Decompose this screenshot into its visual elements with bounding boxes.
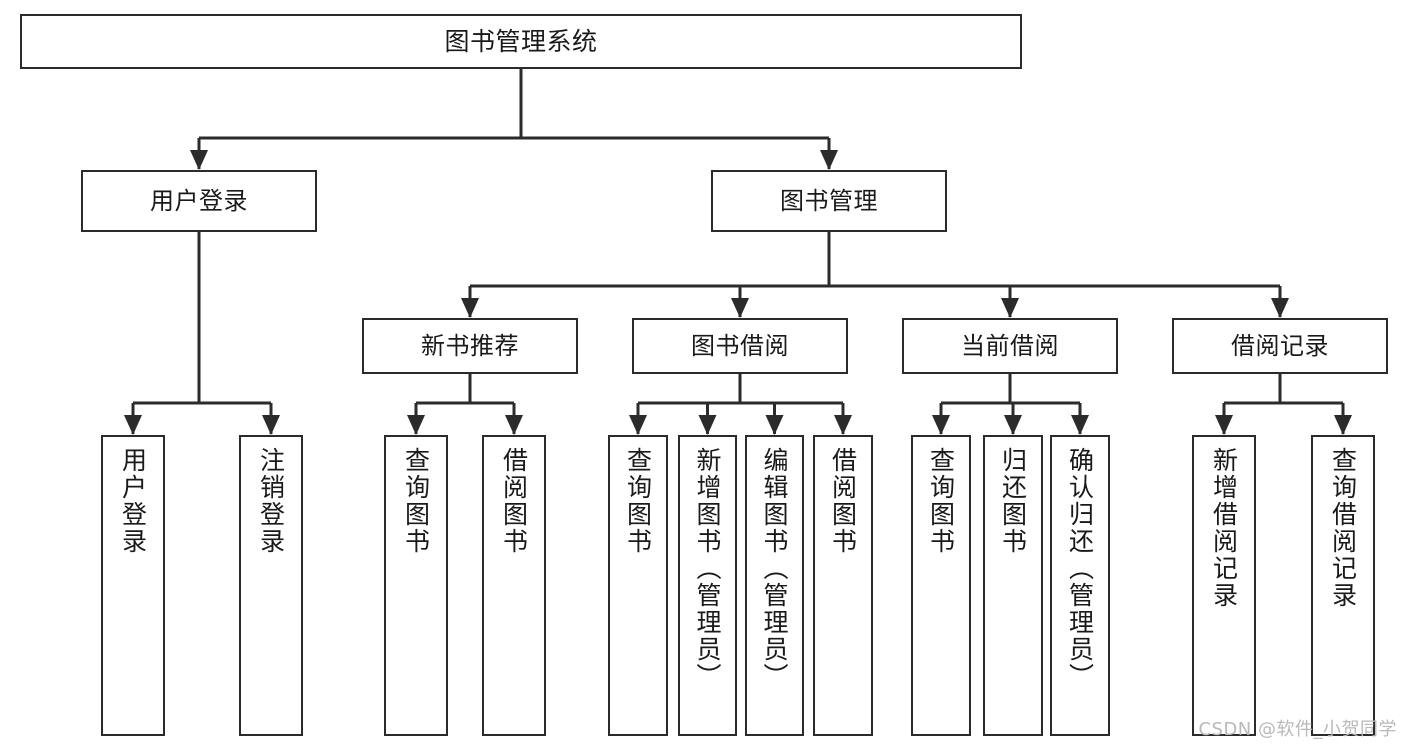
node-leaf-borrow-book-1[interactable]: 借阅图书 xyxy=(482,435,546,736)
node-user-login[interactable]: 用户登录 xyxy=(81,170,317,232)
node-leaf-user-login[interactable]: 用户登录 xyxy=(101,435,165,736)
node-leaf-query-book-1-label: 查询图书 xyxy=(401,447,431,555)
node-book-borrow[interactable]: 图书借阅 xyxy=(632,318,848,374)
node-leaf-user-logout-label: 注销登录 xyxy=(256,447,286,555)
node-leaf-user-logout[interactable]: 注销登录 xyxy=(239,435,303,736)
node-leaf-confirm-return-label: 确认归还（管理员） xyxy=(1065,447,1095,690)
node-new-book-recommend[interactable]: 新书推荐 xyxy=(362,318,578,374)
node-user-login-label: 用户登录 xyxy=(150,186,248,215)
node-leaf-return-book-label: 归还图书 xyxy=(998,447,1028,555)
node-new-book-recommend-label: 新书推荐 xyxy=(421,331,519,360)
node-leaf-edit-book[interactable]: 编辑图书（管理员） xyxy=(745,435,804,736)
node-leaf-edit-book-label: 编辑图书（管理员） xyxy=(760,447,789,690)
node-leaf-borrow-book-1-label: 借阅图书 xyxy=(499,447,529,555)
node-leaf-borrow-book-2-label: 借阅图书 xyxy=(828,447,858,555)
node-leaf-add-book[interactable]: 新增图书（管理员） xyxy=(678,435,737,736)
watermark: CSDN @软件_小贺同学 xyxy=(1198,719,1397,740)
node-leaf-query-borrow-record[interactable]: 查询借阅记录 xyxy=(1311,435,1375,736)
node-leaf-add-borrow-record-label: 新增借阅记录 xyxy=(1209,447,1239,609)
node-leaf-user-login-label: 用户登录 xyxy=(118,447,148,555)
node-leaf-confirm-return[interactable]: 确认归还（管理员） xyxy=(1050,435,1110,736)
node-leaf-borrow-book-2[interactable]: 借阅图书 xyxy=(813,435,873,736)
node-leaf-add-borrow-record[interactable]: 新增借阅记录 xyxy=(1192,435,1256,736)
node-leaf-query-book-2[interactable]: 查询图书 xyxy=(608,435,668,736)
node-leaf-add-book-label: 新增图书（管理员） xyxy=(693,447,722,690)
node-root-label: 图书管理系统 xyxy=(444,26,598,56)
node-borrow-record-label: 借阅记录 xyxy=(1231,331,1329,360)
node-borrow-record[interactable]: 借阅记录 xyxy=(1172,318,1388,374)
node-current-borrow[interactable]: 当前借阅 xyxy=(902,318,1118,374)
node-leaf-query-book-1[interactable]: 查询图书 xyxy=(384,435,448,736)
node-leaf-query-book-3[interactable]: 查询图书 xyxy=(911,435,971,736)
node-book-manage-label: 图书管理 xyxy=(780,186,878,215)
node-current-borrow-label: 当前借阅 xyxy=(961,331,1059,360)
node-leaf-query-borrow-record-label: 查询借阅记录 xyxy=(1328,447,1358,609)
node-book-manage[interactable]: 图书管理 xyxy=(711,170,947,232)
node-leaf-query-book-3-label: 查询图书 xyxy=(926,447,956,555)
node-leaf-query-book-2-label: 查询图书 xyxy=(623,447,653,555)
node-book-borrow-label: 图书借阅 xyxy=(691,331,789,360)
node-root[interactable]: 图书管理系统 xyxy=(20,14,1022,69)
node-leaf-return-book[interactable]: 归还图书 xyxy=(983,435,1043,736)
